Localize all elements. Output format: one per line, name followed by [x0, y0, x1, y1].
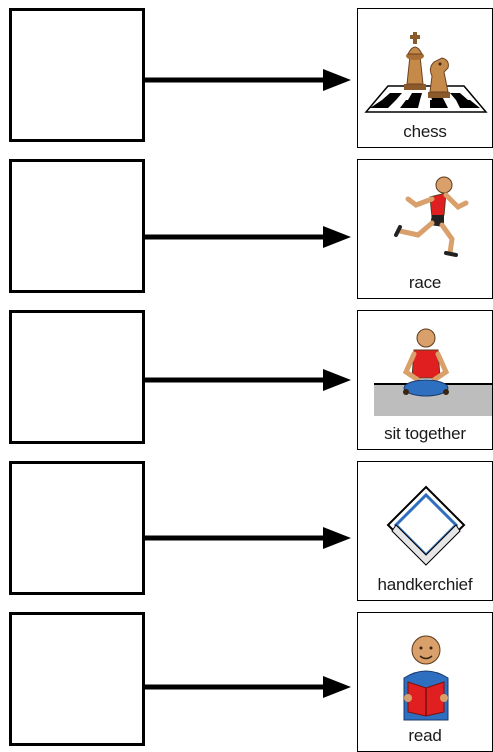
reading-person-icon — [403, 635, 449, 721]
match-row-chess: chess — [0, 8, 493, 148]
match-row-sit-together: sit together — [0, 310, 493, 450]
picture-card-handkerchief: handkerchief — [357, 461, 493, 601]
answer-box[interactable] — [9, 461, 145, 595]
picture-card-race: race — [357, 159, 493, 299]
answer-box[interactable] — [9, 8, 145, 142]
sitting-person-icon — [374, 328, 492, 416]
card-label: handkerchief — [377, 575, 473, 594]
picture-card-sit-together: sit together — [357, 310, 493, 450]
running-person-icon — [394, 176, 469, 257]
arrow-icon — [145, 527, 351, 549]
answer-box[interactable] — [9, 159, 145, 293]
match-row-handkerchief: handkerchief — [0, 461, 493, 601]
card-label: read — [408, 726, 442, 745]
arrow-icon — [145, 676, 351, 698]
card-label: race — [408, 273, 442, 292]
handkerchief-icon — [386, 485, 466, 566]
arrow-icon — [145, 369, 351, 391]
answer-box[interactable] — [9, 310, 145, 444]
answer-box[interactable] — [9, 612, 145, 746]
card-label: sit together — [384, 424, 466, 443]
picture-card-chess: chess — [357, 8, 493, 148]
picture-card-read: read — [357, 612, 493, 752]
chess-pieces-icon — [364, 32, 488, 113]
match-row-race: race — [0, 159, 493, 299]
match-row-read: read — [0, 612, 493, 752]
card-label: chess — [403, 122, 447, 141]
arrow-icon — [145, 226, 351, 248]
arrow-icon — [145, 69, 351, 91]
